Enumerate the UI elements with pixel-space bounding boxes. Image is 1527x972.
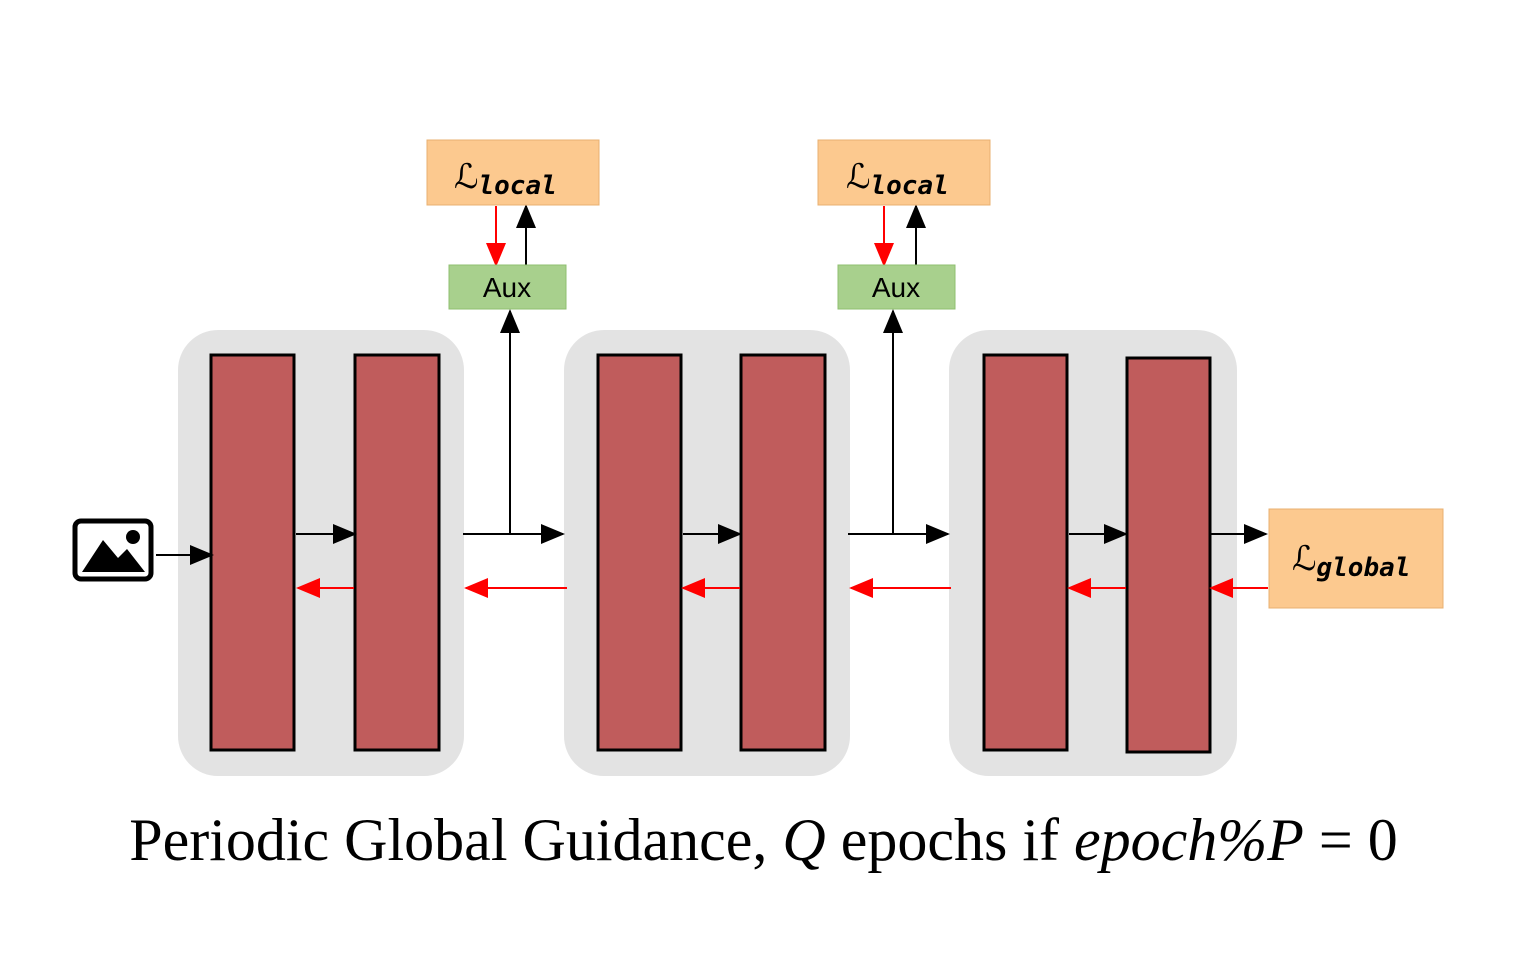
stage-2-block-2 (739, 353, 827, 752)
aux-label-1: Aux (483, 272, 531, 303)
stage-2-block-1 (596, 353, 683, 752)
caption-condition: epoch%P (1074, 807, 1304, 873)
stage-1-block-2 (353, 353, 441, 752)
caption: Periodic Global Guidance, Q epochs if ep… (0, 806, 1527, 875)
aux-box-1: Aux (448, 264, 567, 310)
caption-equals: = 0 (1303, 807, 1398, 873)
global-loss-symbol: ℒ (1292, 539, 1317, 579)
stage-1-block-1 (209, 353, 296, 752)
local-loss-label-1: ℒlocal (454, 157, 557, 201)
local-loss-symbol-2: ℒ (846, 157, 871, 197)
local-loss-box-2: ℒlocal (817, 139, 991, 206)
local-loss-subscript-2: local (871, 171, 949, 201)
global-loss-subscript: global (1317, 553, 1411, 583)
caption-text: Periodic Global Guidance, (129, 807, 783, 873)
local-loss-box-1: ℒlocal (426, 139, 600, 206)
stage-3-block-2 (1125, 356, 1212, 754)
aux-box-2: Aux (837, 264, 956, 310)
global-loss-label: ℒglobal (1292, 539, 1410, 583)
local-loss-label-2: ℒlocal (846, 157, 949, 201)
image-icon (72, 518, 154, 582)
local-loss-symbol-1: ℒ (454, 157, 479, 197)
local-loss-subscript-1: local (479, 171, 557, 201)
caption-mid: epochs if (825, 807, 1074, 873)
stage-3-block-1 (982, 353, 1069, 752)
global-loss-box: ℒglobal (1268, 508, 1444, 609)
caption-var-q: Q (782, 807, 826, 873)
aux-label-2: Aux (872, 272, 920, 303)
